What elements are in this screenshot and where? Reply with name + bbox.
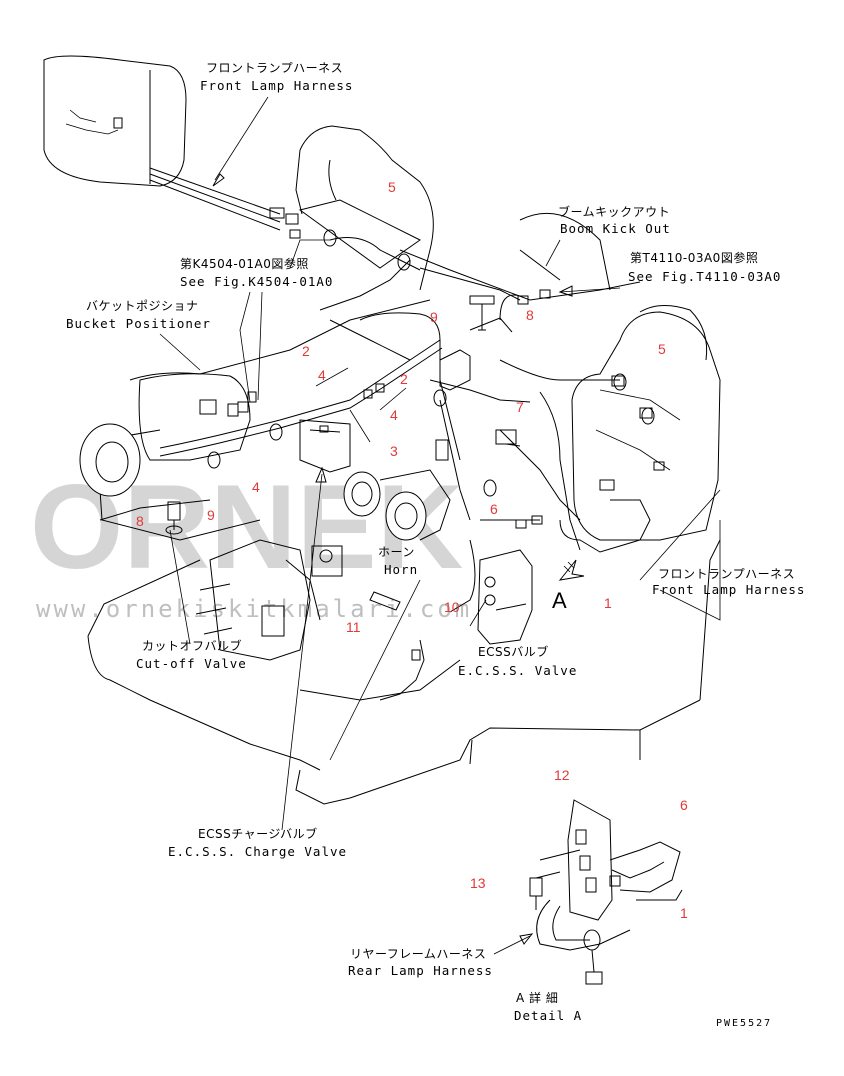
- label-horn-en: Horn: [384, 562, 418, 577]
- part-number-9: 9: [430, 309, 438, 325]
- label-bucket-positioner-jp: バケットポジショナ: [86, 299, 199, 313]
- part-number-6: 6: [490, 501, 498, 517]
- part-number-3: 3: [390, 443, 398, 459]
- label-horn-jp: ホーン: [378, 545, 415, 559]
- label-boom-kick-out-jp: ブームキックアウト: [558, 204, 670, 219]
- front-lamp-left: [43, 55, 301, 239]
- part-numbers: 5 5 9 8 2 2 4 4 4 7 3 6 8 9 1 10 11 12 6…: [136, 179, 688, 921]
- leader-lines: [159, 96, 721, 955]
- part-number-13: 13: [470, 875, 486, 891]
- label-rear-lamp-harness-jp: リヤーフレームハーネス: [350, 947, 486, 961]
- part-number-1: 1: [680, 905, 688, 921]
- bucket-positioner-body: [79, 373, 257, 497]
- label-cut-off-valve-jp: カットオフバルブ: [142, 638, 242, 653]
- horns: [343, 469, 451, 541]
- label-ecss-valve-jp: ECSSバルブ: [478, 644, 549, 659]
- part-number-7: 7: [516, 399, 524, 415]
- label-boom-kick-out-en: Boom Kick Out: [560, 221, 671, 236]
- part-number-5: 5: [658, 341, 666, 357]
- part-number-1: 1: [604, 595, 612, 611]
- view-arrow: A: [552, 559, 585, 613]
- ecss-valve-part: [477, 549, 533, 645]
- part-number-5: 5: [388, 179, 396, 195]
- part-number-10: 10: [444, 599, 460, 615]
- front-lamp-right: [571, 305, 721, 541]
- harness-wires: [159, 229, 655, 701]
- view-marker-label: A: [552, 588, 567, 613]
- drawing-code: PWE5527: [716, 1018, 772, 1029]
- label-bucket-positioner-en: Bucket Positioner: [66, 316, 211, 331]
- label-detail-a-jp: A 詳 細: [516, 990, 558, 1005]
- label-see-fig-t4110-en: See Fig.T4110-03A0: [628, 269, 781, 284]
- part-number-4: 4: [318, 367, 326, 383]
- label-see-fig-k4504-en: See Fig.K4504-01A0: [180, 274, 333, 289]
- label-ecss-charge-valve-en: E.C.S.S. Charge Valve: [168, 844, 347, 859]
- hardware: [165, 295, 521, 611]
- label-see-fig-t4110-jp: 第T4110-03A0図参照: [630, 250, 758, 265]
- label-front-lamp-harness-top-en: Front Lamp Harness: [200, 78, 353, 93]
- callout-labels: フロントランプハーネス Front Lamp Harness 第K4504-01…: [66, 61, 805, 1029]
- part-number-4: 4: [252, 479, 260, 495]
- label-see-fig-k4504-jp: 第K4504-01A0図参照: [180, 256, 309, 271]
- part-number-8: 8: [136, 513, 144, 529]
- part-number-2: 2: [400, 371, 408, 387]
- part-number-4: 4: [390, 407, 398, 423]
- label-rear-lamp-harness-en: Rear Lamp Harness: [348, 963, 493, 978]
- part-number-6: 6: [680, 797, 688, 813]
- main-frame: [87, 125, 721, 805]
- label-ecss-valve-en: E.C.S.S. Valve: [458, 663, 577, 678]
- part-number-9: 9: [207, 507, 215, 523]
- part-number-12: 12: [554, 767, 570, 783]
- part-number-11: 11: [346, 619, 361, 635]
- part-number-2: 2: [302, 343, 310, 359]
- label-ecss-charge-valve-jp: ECSSチャージバルブ: [198, 826, 318, 841]
- label-cut-off-valve-en: Cut-off Valve: [136, 656, 247, 671]
- detail-a-drawing: [529, 799, 683, 985]
- label-front-lamp-harness-right-jp: フロントランプハーネス: [658, 567, 795, 581]
- label-front-lamp-harness-right-en: Front Lamp Harness: [652, 582, 805, 597]
- watermark-url: www.ornekiskitkmalari.com.tr: [36, 595, 525, 623]
- part-number-8: 8: [526, 307, 534, 323]
- label-front-lamp-harness-top-jp: フロントランプハーネス: [206, 61, 343, 75]
- label-detail-a-en: Detail A: [514, 1008, 582, 1023]
